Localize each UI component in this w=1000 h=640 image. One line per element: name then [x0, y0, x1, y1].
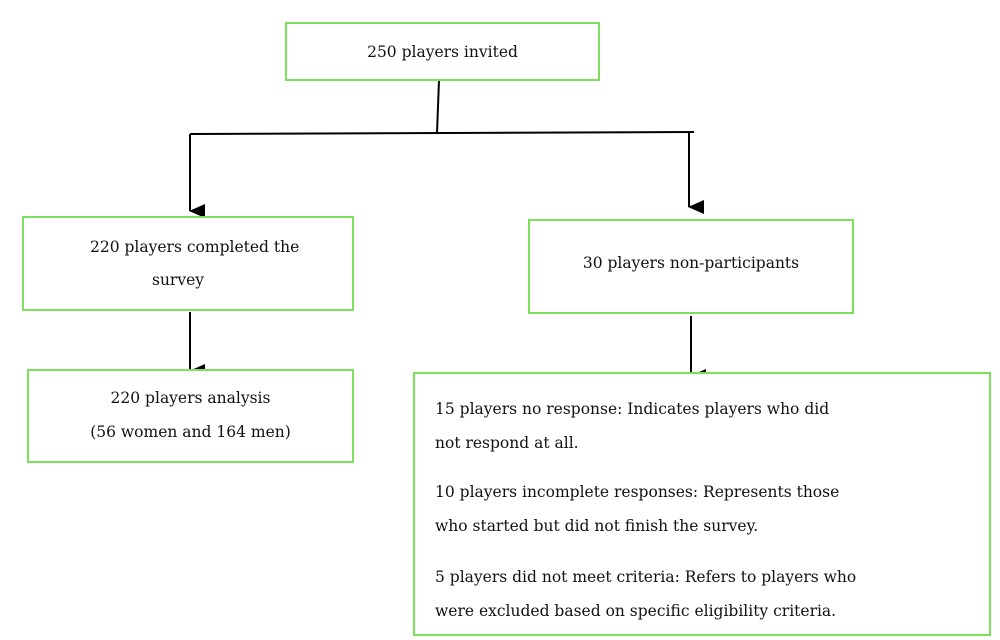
invited-box: 250 players invited: [285, 22, 600, 81]
invited-text: 250 players invited: [367, 43, 518, 61]
non-participants-box: 30 players non-participants: [528, 219, 854, 314]
non-participants-details-box: 15 players no response: Indicates player…: [413, 372, 991, 636]
completed-text-line2: survey: [152, 271, 205, 289]
connector-trunk: [436, 79, 440, 134]
detail-incomplete-line2: who started but did not finish the surve…: [435, 517, 759, 535]
analysis-box: 220 players analysis (56 women and 164 m…: [27, 369, 354, 463]
detail-criteria-line2: were excluded based on specific eligibil…: [435, 602, 837, 620]
analysis-text-line2: (56 women and 164 men): [90, 423, 291, 441]
detail-criteria: 5 players did not meet criteria: Refers …: [435, 560, 856, 628]
detail-criteria-line1: 5 players did not meet criteria: Refers …: [435, 568, 857, 586]
connector-split-bar: [189, 131, 695, 135]
analysis-text-line1: 220 players analysis: [110, 389, 271, 407]
detail-no-response-line1: 15 players no response: Indicates player…: [435, 400, 830, 418]
detail-incomplete-line1: 10 players incomplete responses: Represe…: [435, 483, 840, 501]
detail-no-response: 15 players no response: Indicates player…: [435, 392, 829, 460]
non-participants-text: 30 players non-participants: [582, 254, 800, 272]
detail-no-response-line2: not respond at all.: [435, 434, 579, 452]
detail-incomplete: 10 players incomplete responses: Represe…: [435, 475, 839, 543]
completed-box: 220 players completed the survey: [22, 216, 354, 311]
completed-text-line1: 220 players completed the: [90, 238, 300, 256]
